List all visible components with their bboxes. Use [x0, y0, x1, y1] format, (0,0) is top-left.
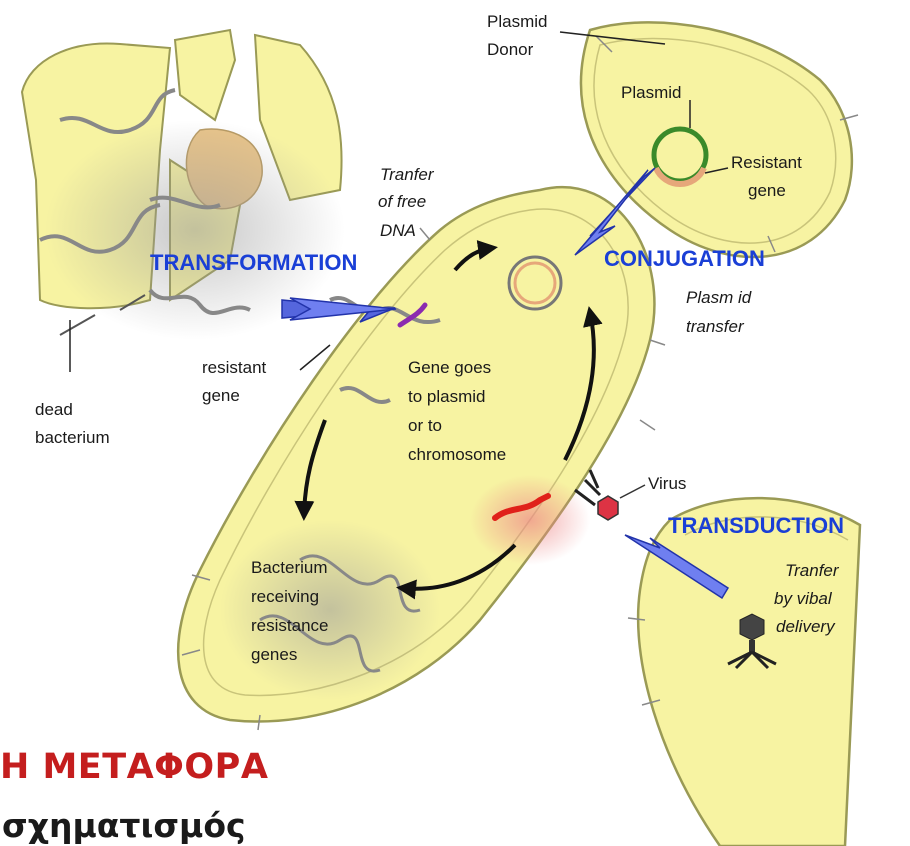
transfer-free-dna-label-1: Tranfer [380, 165, 435, 184]
plasmid-label: Plasmid [621, 83, 681, 102]
transformation-label: TRANSFORMATION [150, 250, 357, 275]
receiving-label-2: receiving [251, 587, 319, 606]
plasmid-transfer-label-1: Plasm id [686, 288, 752, 307]
receiving-label-1: Bacterium [251, 558, 328, 577]
transduction-label: TRANSDUCTION [668, 513, 844, 538]
receiving-label-4: genes [251, 645, 297, 664]
transfer-free-dna-label-2: of free [378, 192, 426, 211]
dead-bacterium-label-2: bacterium [35, 428, 110, 447]
transfer-viral-label-1: Tranfer [785, 561, 840, 580]
resistant-gene-label-1: Resistant [731, 153, 802, 172]
gene-goes-label-3: or to [408, 416, 442, 435]
plasmid-donor-label-2: Donor [487, 40, 534, 59]
plasmid-transfer-label-2: transfer [686, 317, 745, 336]
conjugation-label: CONJUGATION [604, 246, 765, 271]
resistant-gene-label-2: gene [748, 181, 786, 200]
virus-label: Virus [648, 474, 686, 493]
receiving-label-3: resistance [251, 616, 328, 635]
resistant-gene-left-label-2: gene [202, 386, 240, 405]
plasmid-donor-label-1: Plasmid [487, 12, 547, 31]
caption-subtitle: σχηματισμός [2, 806, 246, 845]
gene-goes-label-4: chromosome [408, 445, 506, 464]
transfer-viral-label-3: delivery [776, 617, 836, 636]
resistant-gene-left-label-1: resistant [202, 358, 267, 377]
gene-goes-label-2: to plasmid [408, 387, 485, 406]
gene-goes-label-1: Gene goes [408, 358, 491, 377]
dead-bacterium-label-1: dead [35, 400, 73, 419]
dead-bacterium [22, 30, 345, 340]
transfer-viral-label-2: by vibal [774, 589, 833, 608]
caption-title: Η ΜΕΤΑΦΟΡΑ [0, 747, 268, 787]
transfer-free-dna-label-3: DNA [380, 221, 416, 240]
